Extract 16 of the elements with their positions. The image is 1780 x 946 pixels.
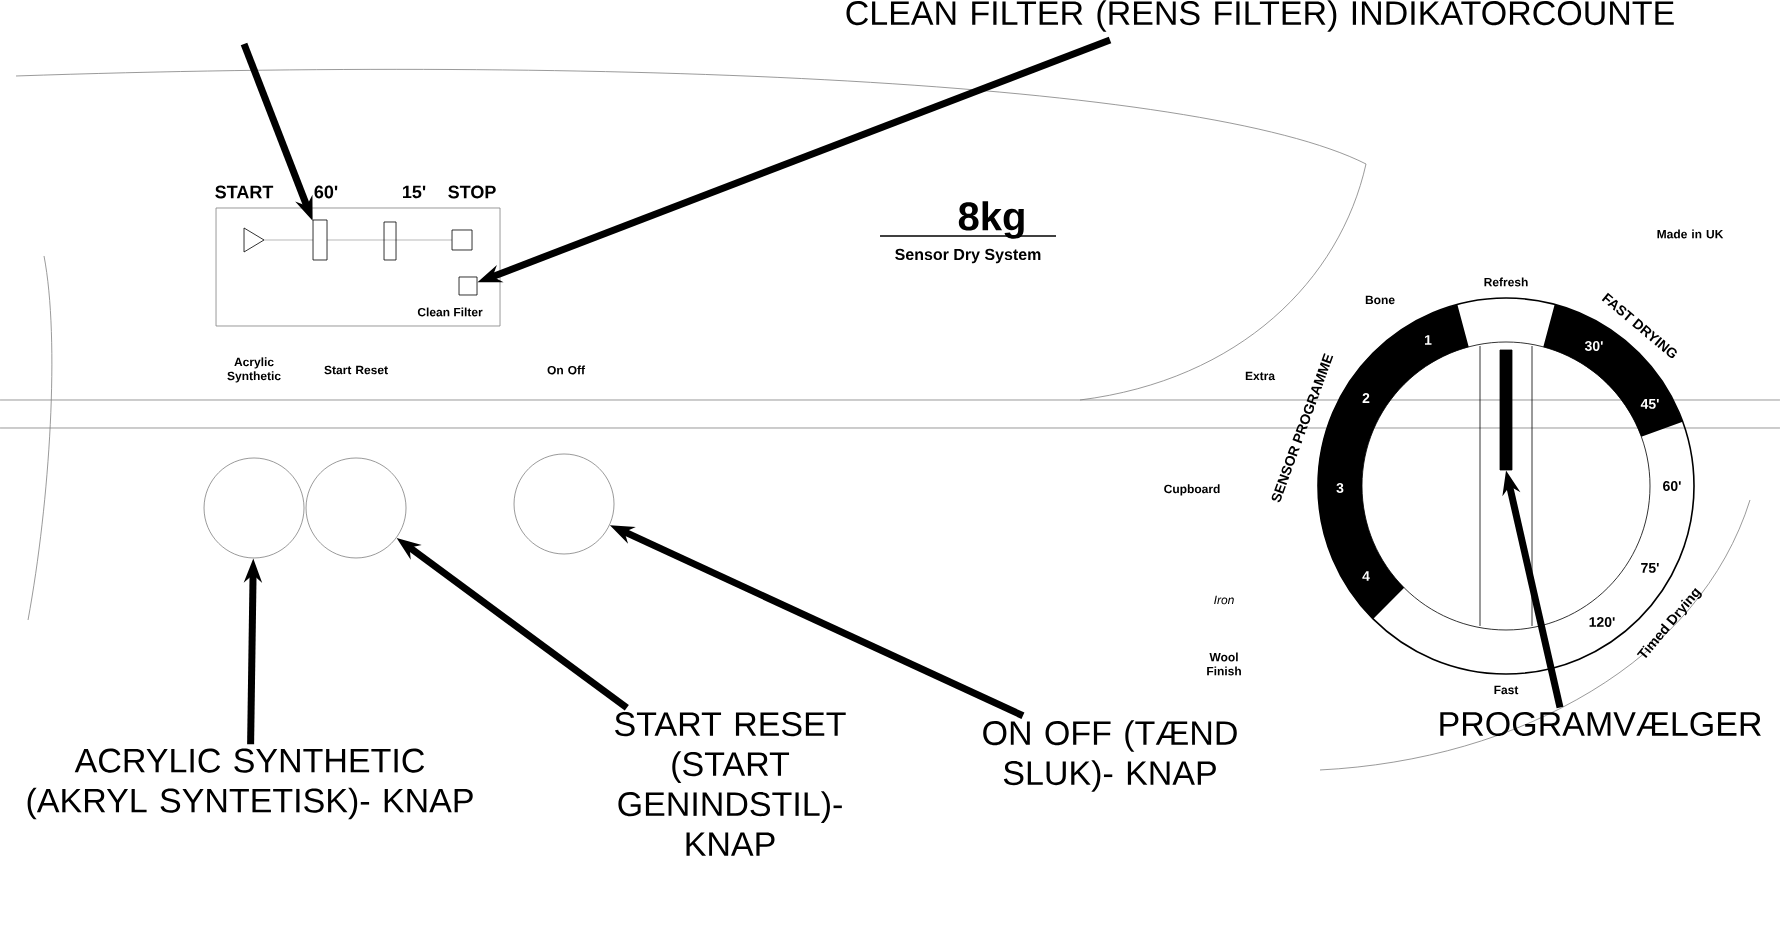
button (513, 453, 615, 555)
panel-label: Sensor Dry System (895, 248, 1041, 264)
button (203, 457, 305, 559)
indicator-light (458, 276, 478, 296)
panel-label: 8kg (958, 201, 1024, 239)
callout-text: ON OFF (TÆND SLUK)- KNAP (983, 720, 1237, 792)
callout-text: PROGRAMVÆLGER (1440, 711, 1761, 737)
callout-text: START RESET (START GENINDSTIL)- KNAP (615, 712, 846, 856)
panel-label: 15' (403, 185, 426, 199)
button (305, 457, 407, 559)
slider-knob (312, 219, 328, 261)
panel-label: STOP (448, 185, 496, 199)
text-label: CLEAN FILTER (RENS FILTER) INDIKATORCOUNTE (846, 0, 1674, 32)
callout-text: ACRYLIC SYNTHETIC (AKRYL SYNTETISK)- KNAP (27, 748, 473, 820)
panel-label: START (215, 185, 274, 199)
panel-label: 60' (314, 185, 338, 199)
